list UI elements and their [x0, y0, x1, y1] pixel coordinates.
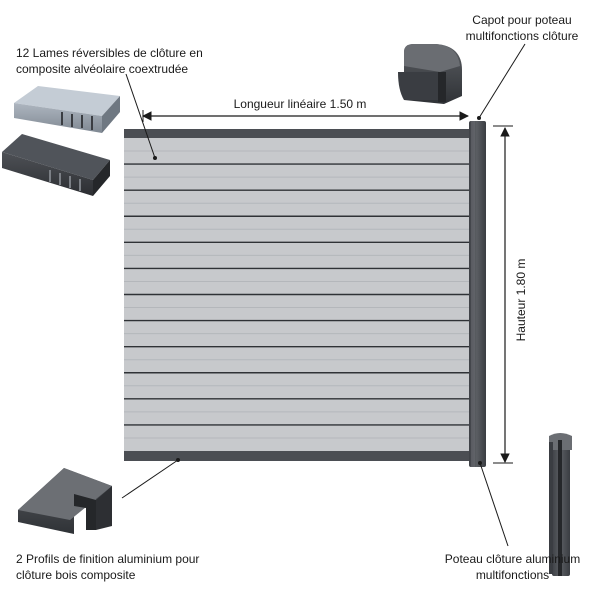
post-picture [549, 433, 572, 576]
fence-post [469, 121, 486, 467]
fence-panel [124, 129, 470, 461]
length-dimension: Longueur linéaire 1.50 m [142, 96, 469, 122]
cap-picture [398, 44, 462, 104]
profile-picture [18, 468, 112, 534]
post-caption: Poteau clôture aluminium multifonctions [444, 552, 581, 582]
fence-slats [124, 138, 470, 451]
slat-light-picture [14, 86, 120, 133]
slat-dark-picture [2, 134, 110, 196]
height-label: Hauteur 1.80 m [514, 259, 528, 342]
profiles-caption: 2 Profils de finition aluminium pour clô… [16, 552, 200, 582]
fence-top-rail [124, 129, 470, 138]
slats-caption: 12 Lames réversibles de clôture en compo… [16, 46, 203, 76]
cap-caption: Capot pour poteau multifonctions clôture [465, 13, 579, 43]
length-label: Longueur linéaire 1.50 m [234, 97, 367, 111]
height-dimension: Hauteur 1.80 m [493, 125, 529, 464]
fence-bottom-rail [124, 451, 470, 461]
leader-lines [121, 43, 526, 547]
